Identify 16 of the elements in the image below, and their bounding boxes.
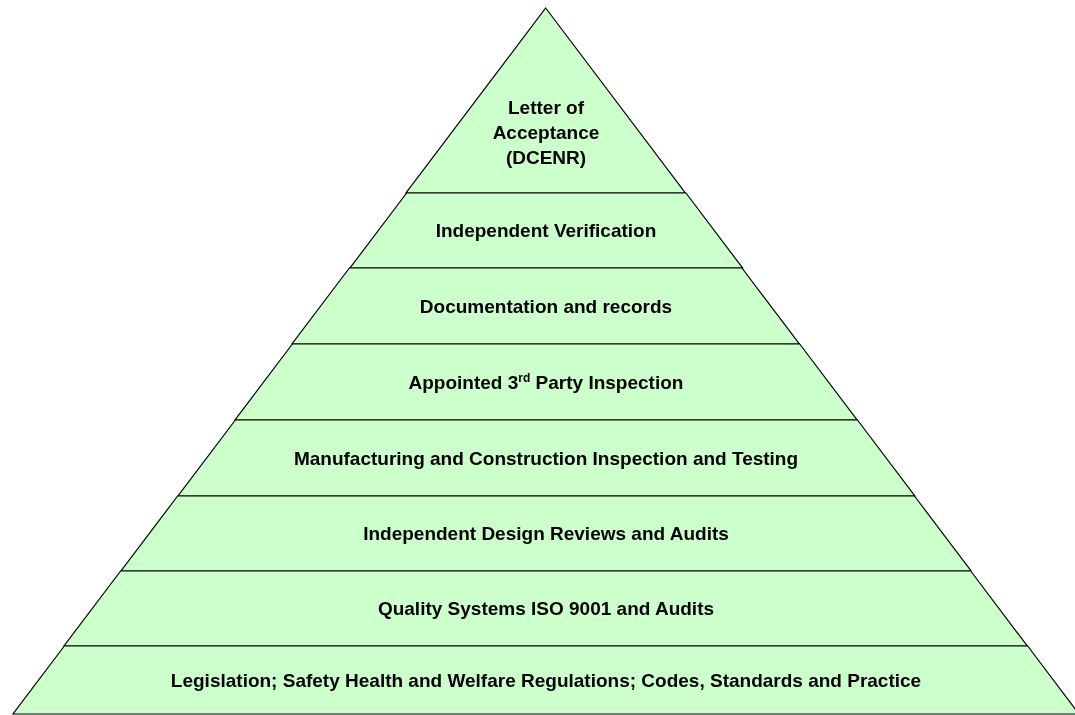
pyramid-tier	[234, 344, 858, 420]
tier-label: Legislation; Safety Health and Welfare Regulations; Codes, Standards and Practice	[170, 668, 922, 693]
tier-label: Independent Verification	[435, 219, 657, 243]
pyramid-tier	[120, 496, 972, 571]
pyramid-tier	[64, 571, 1028, 646]
tier-label: Quality Systems ISO 9001 and Audits	[377, 597, 715, 621]
pyramid-tier	[13, 646, 1075, 714]
pyramid-tier	[406, 8, 686, 193]
pyramid-tier	[292, 268, 800, 344]
pyramid-tier	[177, 420, 915, 496]
tier-label: Independent Design Reviews and Audits	[363, 522, 729, 546]
tier-label: Documentation and records	[419, 294, 673, 319]
tier-label: Appointed 3$^{rd}$ Party Inspection	[408, 369, 684, 395]
pyramid-tier	[349, 193, 743, 268]
tier-label: Letter of Acceptance (DCENR)	[491, 96, 601, 171]
tier-label: Manufacturing and Construction Inspection and Testing	[293, 446, 799, 471]
